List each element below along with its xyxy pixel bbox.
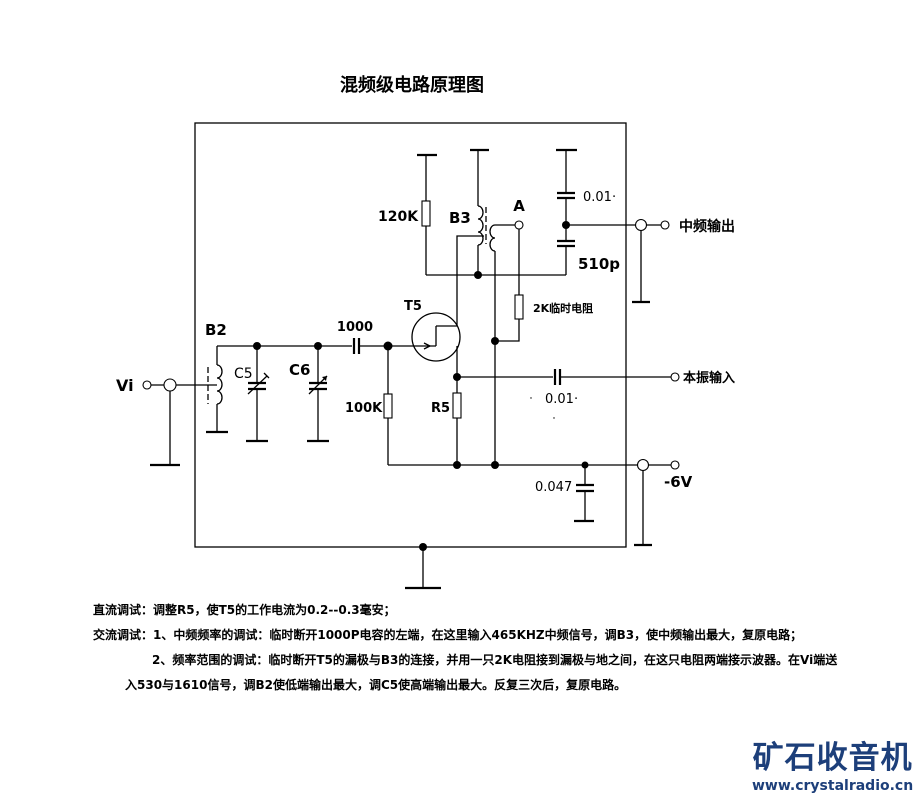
b2-label: B2: [205, 321, 227, 339]
r-100k-label: 100K: [345, 401, 383, 416]
c5-trimmer-capacitor[interactable]: [246, 346, 270, 443]
note-ac-1: 交流调试：1、中频频率的调试：临时断开1000P电容的左端，在这里输入465KH…: [93, 628, 803, 642]
cap-0047-label: 0.047: [535, 480, 572, 495]
resistor-r5[interactable]: [452, 392, 462, 419]
resistor-100k[interactable]: [383, 346, 393, 465]
cap-1000[interactable]: [352, 338, 361, 354]
cap-001-lo[interactable]: [553, 369, 562, 385]
b2-coil[interactable]: [206, 346, 228, 434]
point-a-terminal[interactable]: [514, 220, 524, 230]
drain-wire: [456, 235, 484, 326]
supply-label: -6V: [664, 473, 693, 491]
logo-url: www.crystalradio.cn: [752, 778, 914, 794]
r-2k-label: 2K临时电阻: [533, 301, 593, 315]
c5-label: C5: [234, 366, 253, 382]
t5-transistor[interactable]: [411, 312, 461, 362]
vi-label: Vi: [116, 376, 134, 395]
c6-label: C6: [289, 361, 310, 379]
if-output-terminal[interactable]: [660, 220, 670, 230]
tuning-notes: 直流调试：调整R5，使T5的工作电流为0.2--0.3毫安； 交流调试：1、中频…: [93, 598, 837, 698]
note-ac-2: 2、频率范围的调试：临时断开T5的漏极与B3的连接，并用一只2K电阻接到漏极与地…: [152, 653, 838, 667]
note-dc: 直流调试：调整R5，使T5的工作电流为0.2--0.3毫安；: [93, 603, 396, 617]
logo-name: 矿石收音机: [752, 740, 913, 776]
diagram-title: 混频级电路原理图: [340, 74, 484, 96]
b3-transformer[interactable]: [470, 148, 515, 465]
supply-terminal[interactable]: [670, 460, 680, 470]
shield-box: [194, 122, 627, 548]
cap-0047[interactable]: [574, 465, 594, 523]
cap-001-lo-label: 0.01·: [545, 392, 578, 407]
r-120k-label: 120K: [378, 209, 419, 225]
cap-510p-label: 510p: [578, 255, 620, 273]
box-ground: [405, 543, 441, 590]
cap-1000-label: 1000: [337, 320, 373, 335]
site-logo: 矿石收音机 www.crystalradio.cn: [752, 740, 913, 796]
r5-label: R5: [431, 401, 450, 416]
resistor-2k-temp[interactable]: [514, 294, 524, 320]
note-ac-2-cont: 入530与1610信号，调B2使低端输出最大，调C5使高端输出最大。反复三次后，…: [125, 678, 627, 692]
output-caps[interactable]: [556, 148, 577, 275]
lo-input-label: 本振输入: [683, 370, 735, 386]
vi-terminal[interactable]: [142, 378, 217, 467]
b3-label: B3: [449, 209, 471, 227]
lo-input-terminal[interactable]: [670, 372, 680, 382]
c6-variable-capacitor[interactable]: [307, 346, 329, 443]
t5-label: T5: [404, 299, 422, 314]
point-a-label: A: [513, 197, 525, 215]
cap-001-top-label: 0.01·: [583, 190, 616, 205]
resistor-120k[interactable]: [417, 153, 437, 275]
if-output-label: 中频输出: [679, 218, 735, 235]
